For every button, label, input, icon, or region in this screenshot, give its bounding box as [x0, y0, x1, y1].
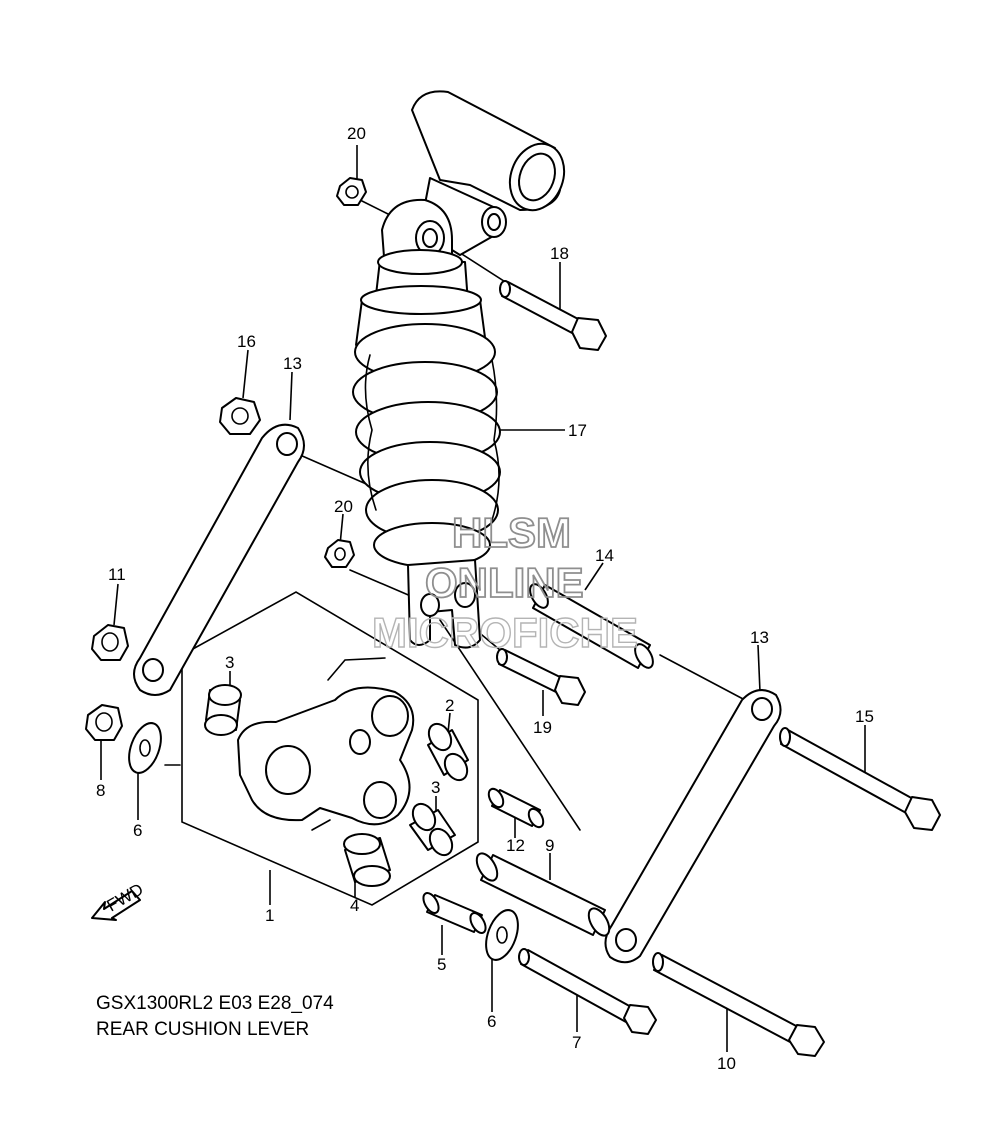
callout-6-right: 6 [487, 1012, 496, 1031]
callout-7: 7 [572, 1033, 581, 1052]
bearing-2 [427, 722, 469, 782]
diagram-code: GSX1300RL2 E03 E28_074 [96, 993, 334, 1014]
callout-11: 11 [108, 565, 126, 584]
tie-rod-13-right [604, 689, 782, 964]
callout-20-upper: 20 [347, 124, 366, 143]
callout-10: 10 [717, 1054, 736, 1073]
cushion-lever [237, 657, 415, 831]
watermark-line-1: HLSM [452, 509, 571, 556]
bolt-10 [652, 952, 825, 1057]
watermark-line-2: ONLINE [425, 559, 584, 606]
callout-3-left: 3 [225, 653, 234, 672]
callout-14: 14 [595, 546, 614, 565]
callout-6-left: 6 [133, 821, 142, 840]
leader-lines [100, 145, 866, 1052]
watermark-line-3: MICROFICHE [372, 609, 638, 656]
callout-19: 19 [533, 718, 552, 737]
callout-3-right: 3 [431, 778, 440, 797]
callout-8: 8 [96, 781, 105, 800]
nut-11 [91, 624, 129, 661]
bolt-15 [779, 727, 941, 831]
fwd-arrow-icon: FWD [91, 880, 147, 921]
nut-20-upper [336, 177, 367, 206]
nut-8 [85, 704, 123, 741]
callout-20-lower: 20 [334, 497, 353, 516]
callouts: 20 18 16 13 17 20 14 11 13 3 2 15 19 3 8… [96, 124, 874, 1073]
washer-6-right [485, 909, 519, 961]
spacer-14 [529, 583, 654, 669]
callout-9: 9 [545, 836, 554, 855]
washer-6-left [128, 722, 162, 774]
bolt-18 [499, 280, 607, 351]
watermark: HLSM ONLINE MICROFICHE [371, 508, 638, 657]
callout-17: 17 [568, 421, 587, 440]
bearing-3-right [409, 802, 456, 857]
callout-2: 2 [445, 696, 454, 715]
bolt-19 [496, 648, 586, 706]
spacer-9 [475, 852, 611, 937]
callout-4: 4 [350, 896, 359, 915]
spacer-12 [487, 787, 545, 829]
diagram-title: REAR CUSHION LEVER [96, 1019, 309, 1040]
callout-13-left: 13 [283, 354, 302, 373]
bearing-4 [343, 833, 391, 887]
lever-assembly-frame [181, 591, 479, 906]
spacer-5 [422, 892, 487, 934]
nut-16 [219, 397, 261, 435]
callout-18: 18 [550, 244, 569, 263]
shock-absorber [352, 90, 566, 649]
callout-13-right: 13 [750, 628, 769, 647]
callout-1: 1 [265, 906, 274, 925]
nut-20-lower [324, 539, 355, 568]
callout-5: 5 [437, 955, 446, 974]
bearing-3-left [204, 684, 242, 736]
callout-15: 15 [855, 707, 874, 726]
bolt-7 [518, 948, 657, 1035]
callout-16: 16 [237, 332, 256, 351]
callout-12: 12 [506, 836, 525, 855]
tie-rod-13-left [133, 423, 305, 696]
